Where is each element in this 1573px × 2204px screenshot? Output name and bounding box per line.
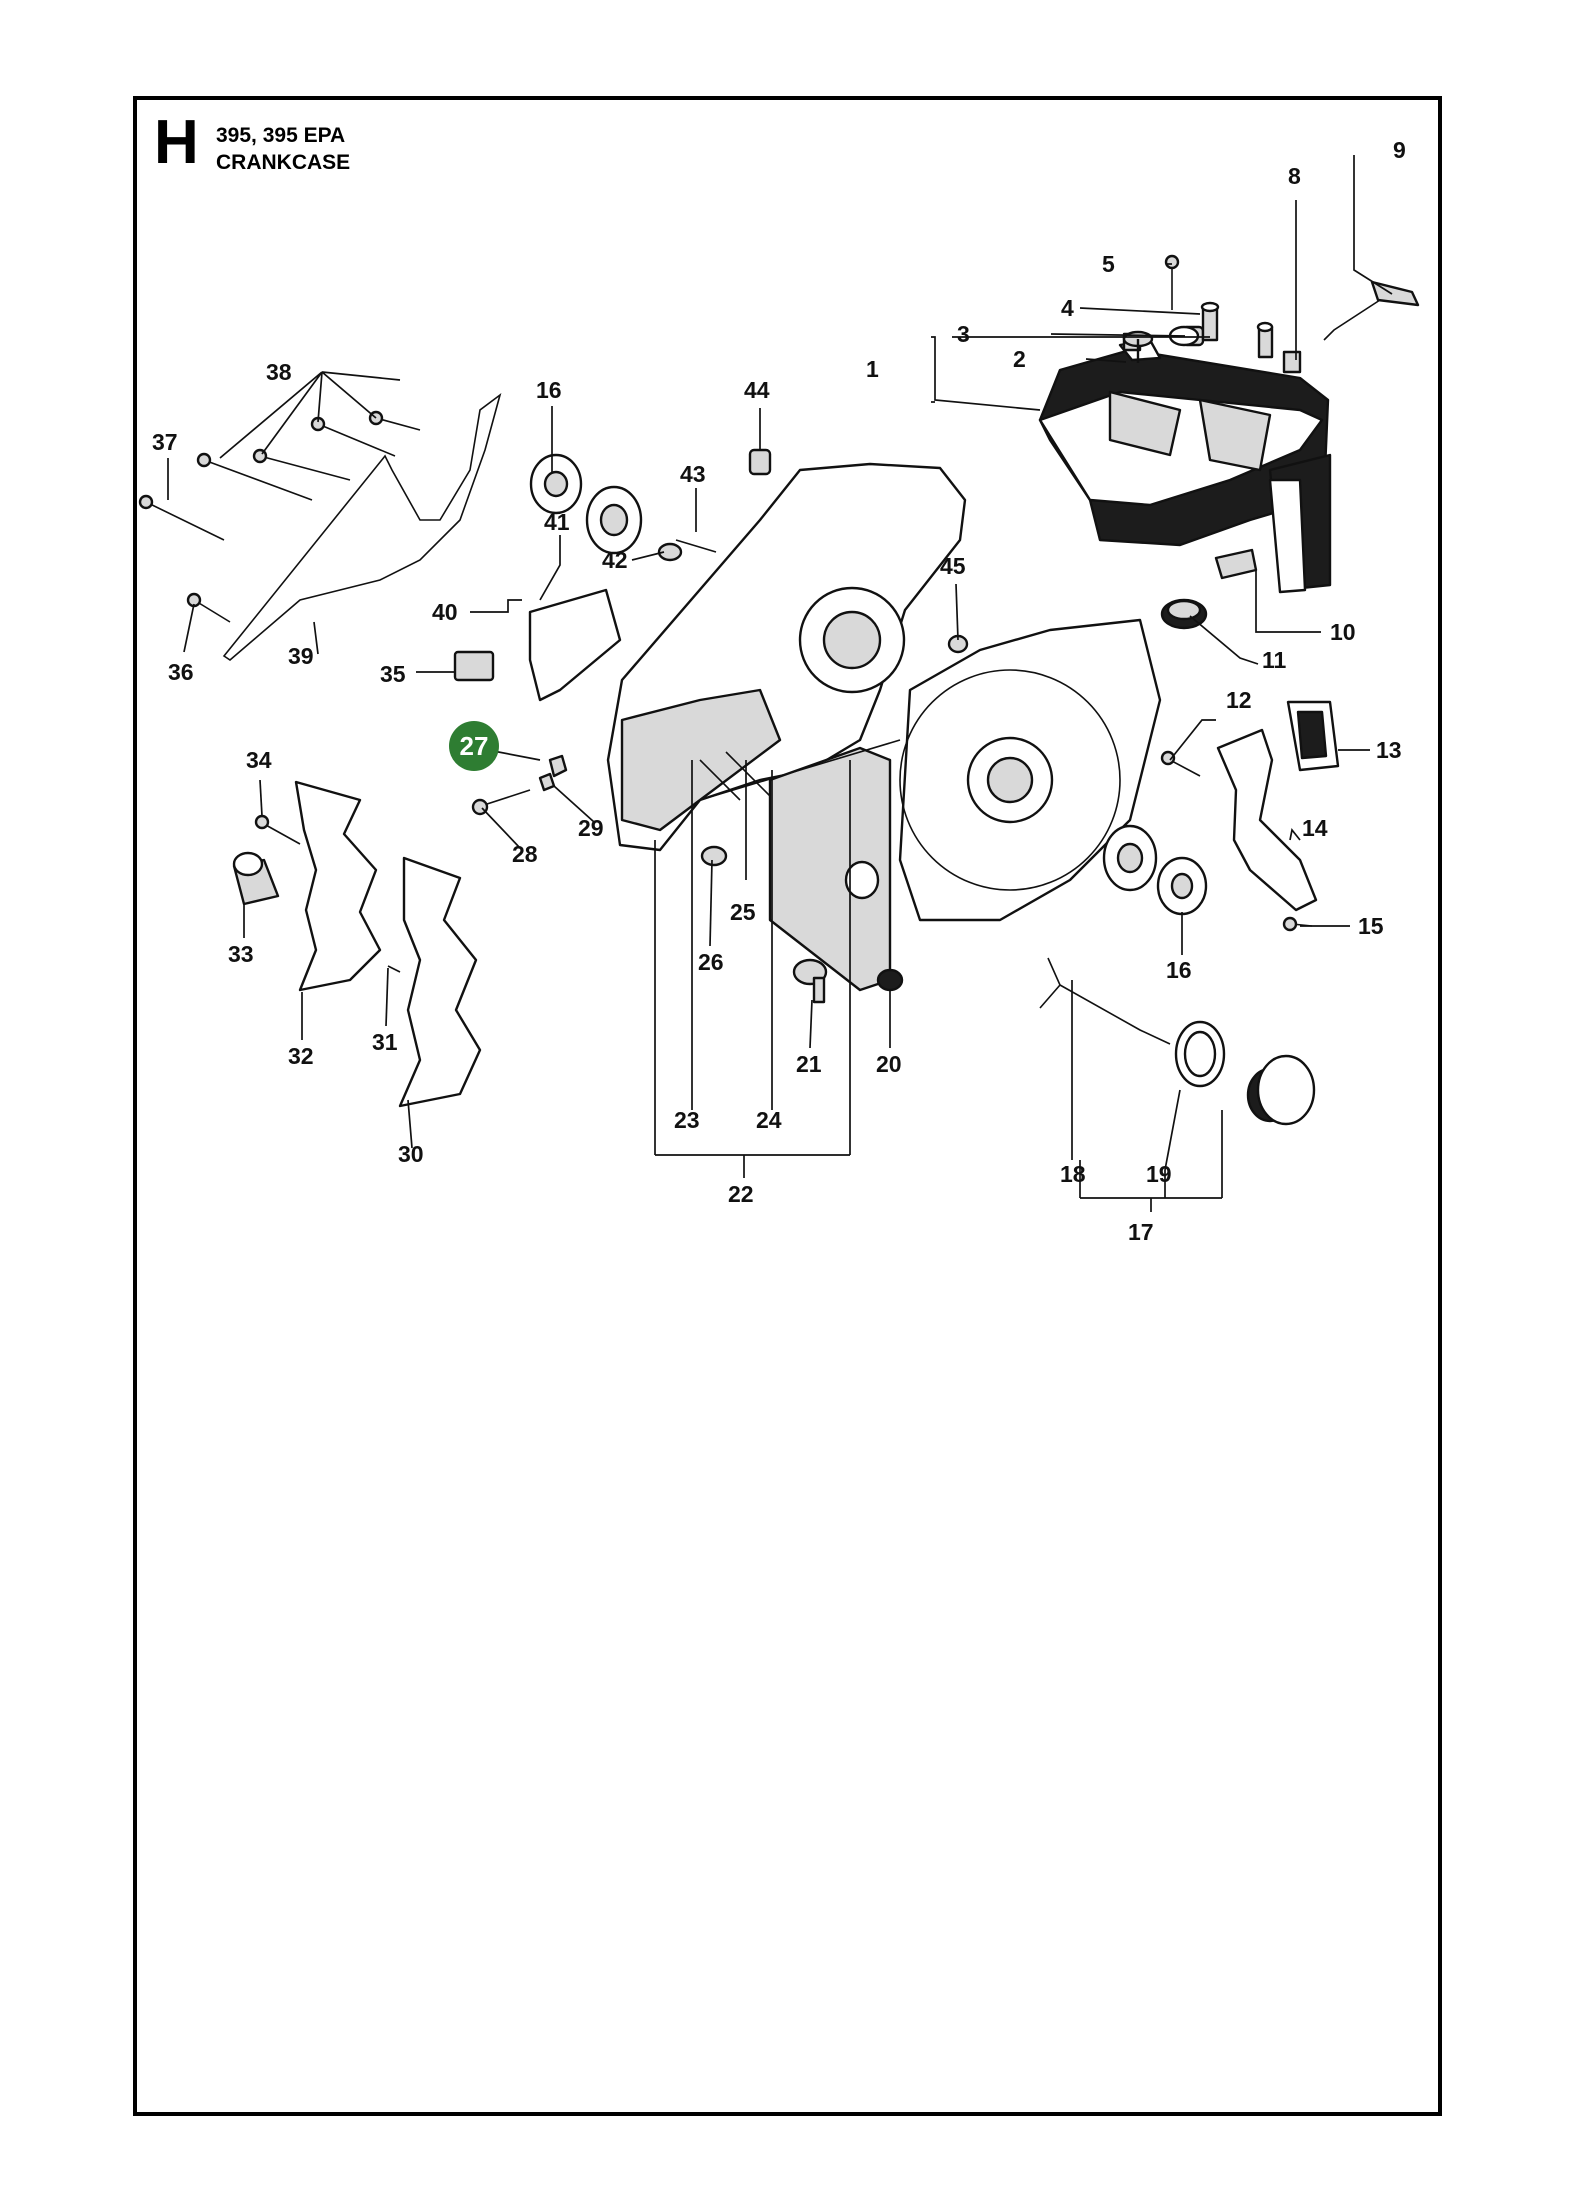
callout-43: 43 — [680, 461, 706, 487]
callout-4: 4 — [1061, 295, 1074, 321]
callout-2: 2 — [1013, 346, 1026, 372]
callout-5: 5 — [1102, 251, 1115, 277]
callout-28: 28 — [512, 841, 538, 867]
oil-cap — [1174, 1020, 1316, 1126]
callout-37: 37 — [152, 429, 178, 455]
callout-39: 39 — [288, 643, 314, 669]
callout-33: 33 — [228, 941, 254, 967]
callout-34: 34 — [246, 747, 272, 773]
callout-32: 32 — [288, 1043, 314, 1069]
callout-20: 20 — [876, 1051, 902, 1077]
leader-lines — [167, 155, 1393, 1212]
tank-housing — [1038, 338, 1332, 594]
callout-23: 23 — [674, 1107, 700, 1133]
callout-38: 38 — [266, 359, 292, 385]
bumper-spikes — [232, 780, 482, 1108]
section-title: CRANKCASE — [216, 151, 351, 174]
callout-15: 15 — [1358, 913, 1384, 939]
left-gasket — [138, 392, 502, 662]
bearing-right — [1102, 824, 1208, 916]
callout-9: 9 — [1393, 137, 1406, 163]
guide-plate — [528, 588, 622, 702]
callout-13: 13 — [1376, 737, 1402, 763]
clip — [453, 650, 495, 682]
callout-30: 30 — [398, 1141, 424, 1167]
small-hardware-top-right — [1122, 254, 1420, 374]
callout-29: 29 — [578, 815, 604, 841]
callout-27: 27 — [460, 731, 489, 761]
callout-42: 42 — [602, 547, 628, 573]
callout-16-right: 16 — [1166, 957, 1192, 983]
bearing-left — [529, 453, 643, 555]
callout-40: 40 — [432, 599, 458, 625]
model-name: 395, 395 EPA — [216, 124, 346, 147]
callout-22: 22 — [728, 1181, 754, 1207]
callout-21: 21 — [796, 1051, 822, 1077]
highlighted-callout-27: 27 — [449, 721, 499, 771]
callout-1: 1 — [866, 356, 879, 382]
callout-19: 19 — [1146, 1161, 1172, 1187]
callout-36: 36 — [168, 659, 194, 685]
callout-8: 8 — [1288, 163, 1301, 189]
callout-45: 45 — [940, 553, 966, 579]
crankcase-halves — [606, 462, 1162, 992]
callout-26: 26 — [698, 949, 724, 975]
callout-11: 11 — [1262, 647, 1287, 673]
callout-12: 12 — [1226, 687, 1252, 713]
callout-24: 24 — [756, 1107, 782, 1133]
callout-44: 44 — [744, 377, 770, 403]
strap — [1039, 957, 1171, 1045]
section-letter: H — [154, 108, 199, 177]
callout-31: 31 — [372, 1029, 398, 1055]
callout-18: 18 — [1060, 1161, 1086, 1187]
filter-holder — [1286, 700, 1340, 772]
callout-10: 10 — [1330, 619, 1356, 645]
callout-25: 25 — [730, 899, 756, 925]
callout-14: 14 — [1302, 815, 1328, 841]
callout-17: 17 — [1128, 1219, 1154, 1245]
drawing-frame — [133, 96, 1442, 2116]
chain-guide — [1216, 728, 1318, 912]
callout-41: 41 — [544, 509, 570, 535]
callout-35: 35 — [380, 661, 406, 687]
callout-16-left: 16 — [536, 377, 562, 403]
callout-3: 3 — [957, 321, 970, 347]
small-foot — [1214, 548, 1258, 580]
callout-labels: 9 8 5 4 3 2 1 10 11 12 13 14 15 16 17 18… — [152, 137, 1406, 1245]
pins — [699, 751, 771, 801]
